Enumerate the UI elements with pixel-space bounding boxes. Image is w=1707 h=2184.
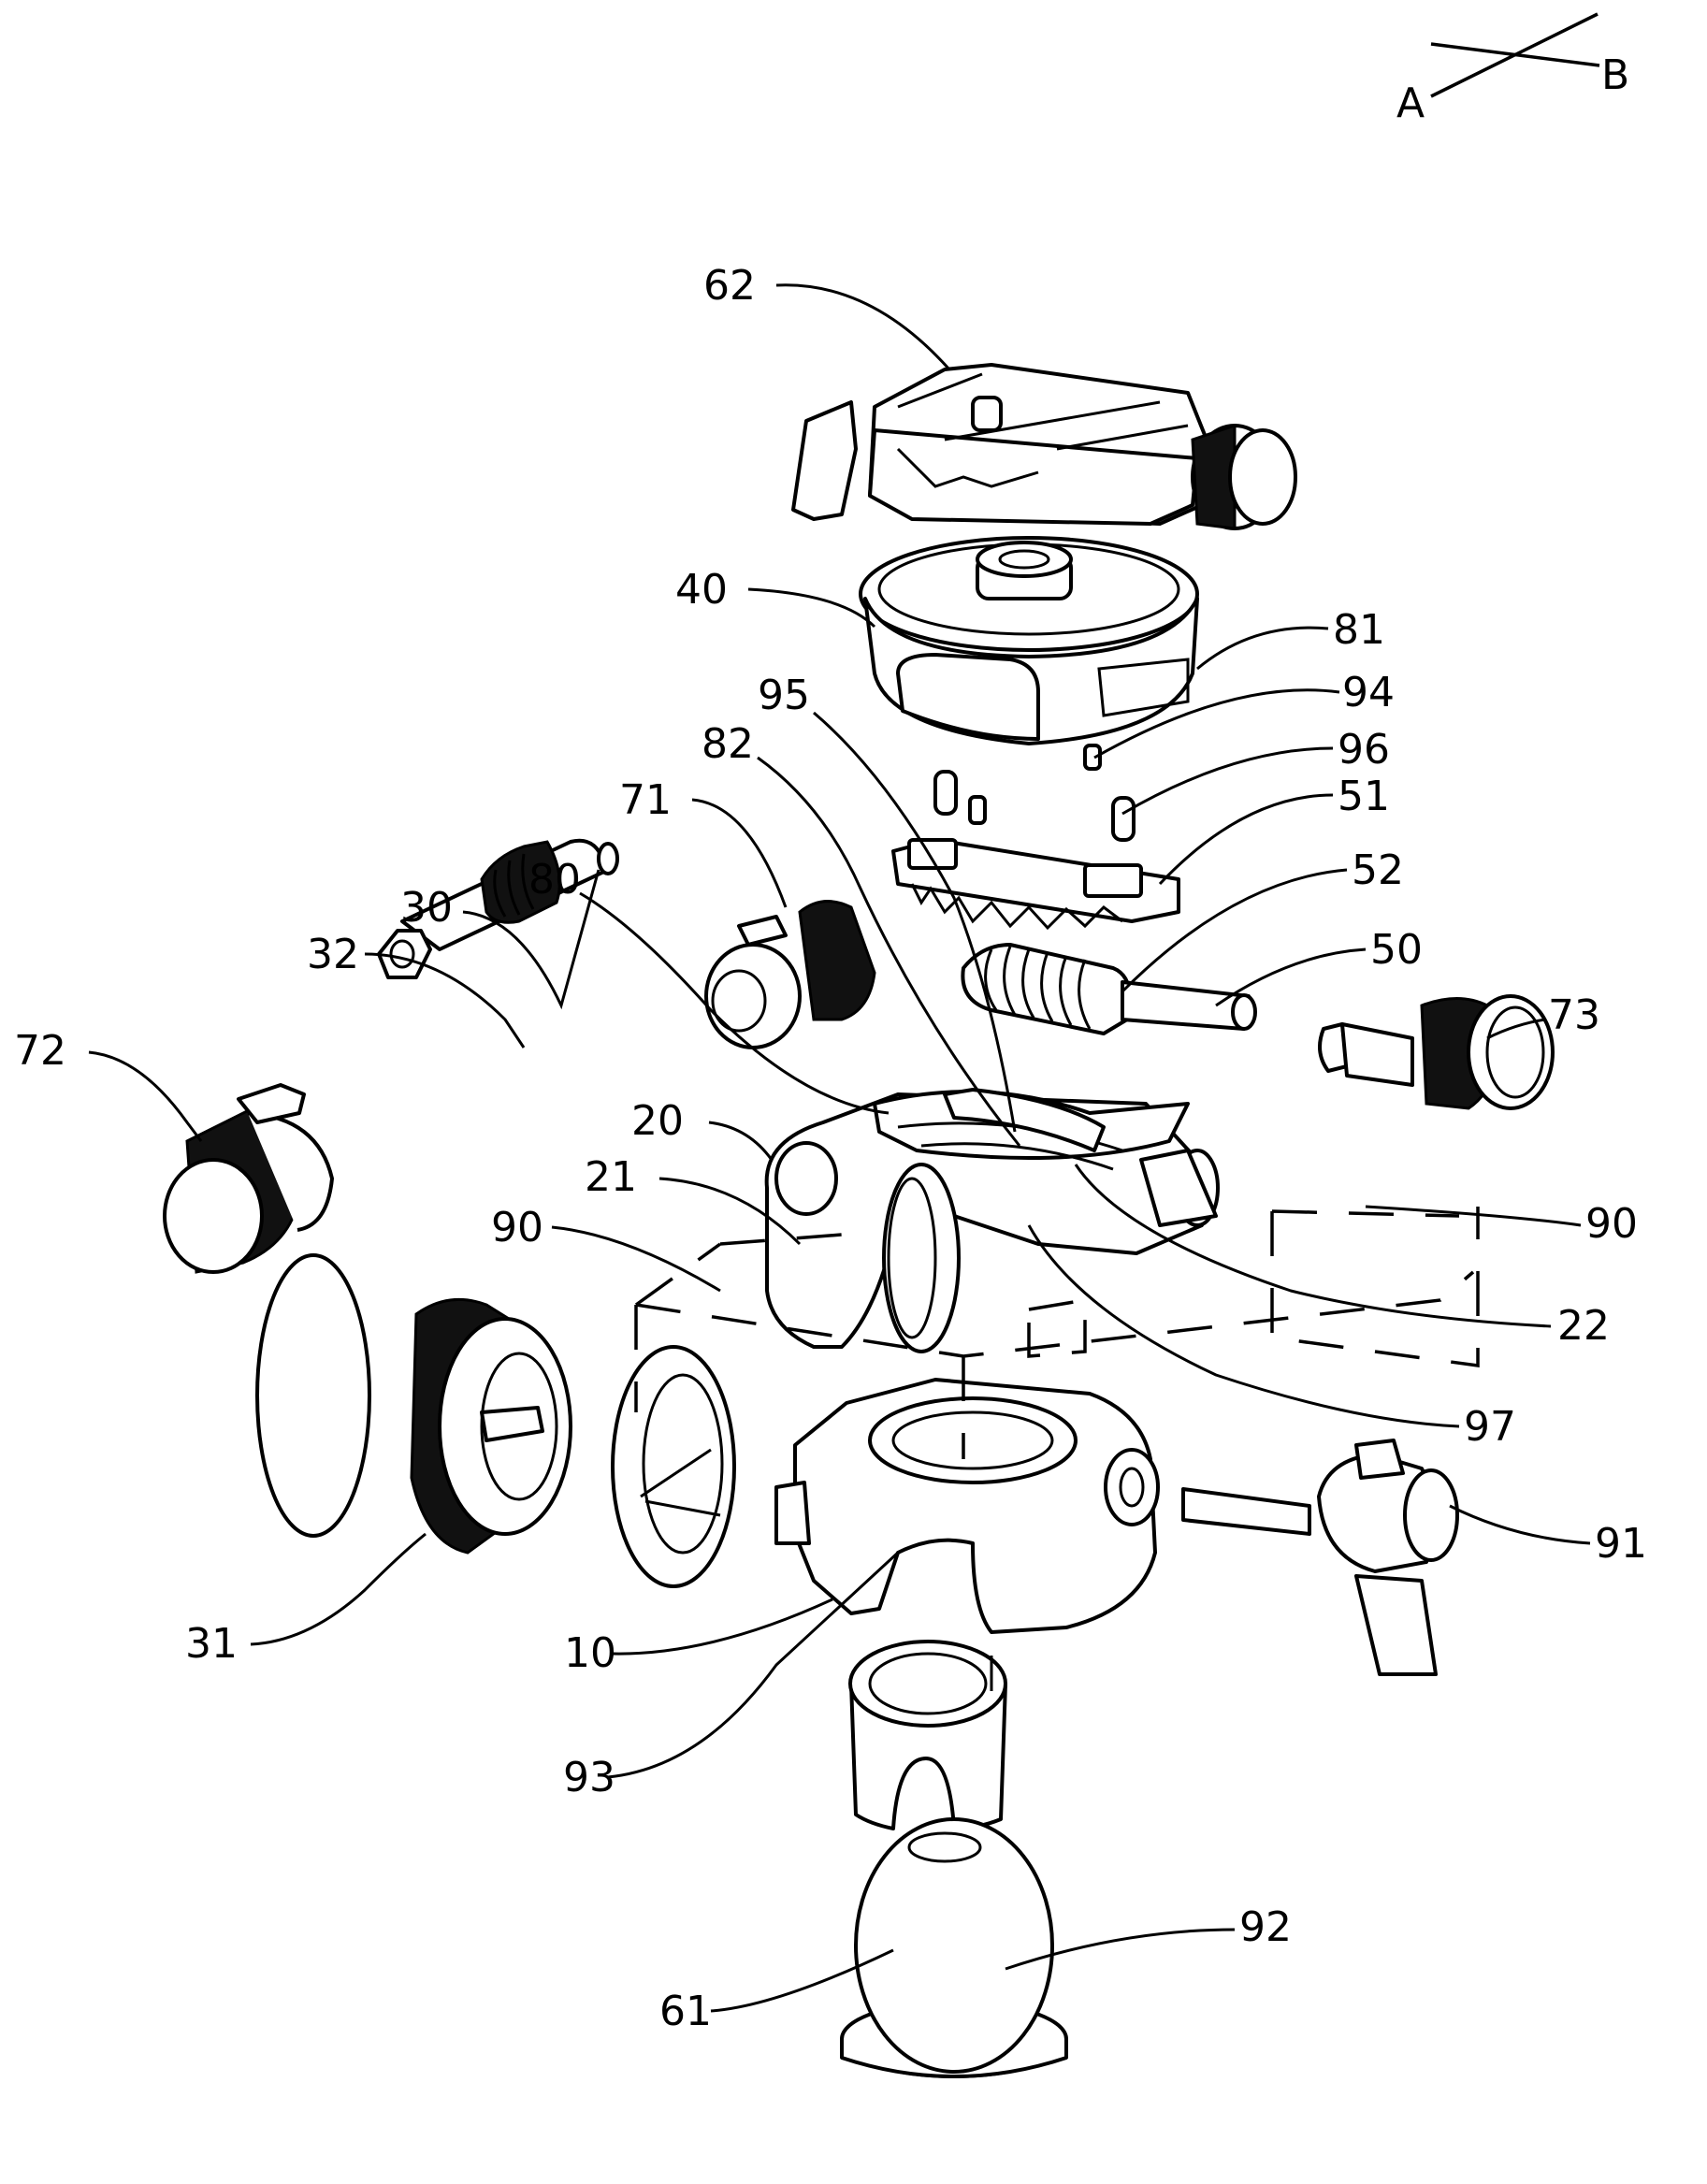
leader-96 bbox=[1121, 746, 1334, 816]
leader-61 bbox=[710, 1948, 894, 2013]
label-62: 62 bbox=[703, 262, 756, 310]
leader-52 bbox=[1121, 868, 1348, 993]
label-61: 61 bbox=[659, 1988, 712, 2035]
label-22: 22 bbox=[1557, 1302, 1610, 1350]
leader-73 bbox=[1486, 1018, 1546, 1040]
label-21: 21 bbox=[585, 1153, 637, 1201]
label-97: 97 bbox=[1464, 1403, 1516, 1451]
section-marker: A B bbox=[1396, 12, 1629, 127]
part-61-ball bbox=[840, 1817, 1068, 2078]
leader-72 bbox=[88, 1050, 203, 1142]
label-90-left: 90 bbox=[491, 1204, 543, 1251]
part-97-ring bbox=[611, 1345, 736, 1588]
leader-21 bbox=[658, 1177, 802, 1246]
label-32: 32 bbox=[307, 931, 359, 978]
part-71-knob bbox=[704, 900, 876, 1049]
label-91: 91 bbox=[1595, 1520, 1647, 1568]
leader-10 bbox=[612, 1598, 833, 1656]
leader-20 bbox=[708, 1121, 774, 1161]
part-96-pin bbox=[1111, 796, 1136, 842]
leader-93 bbox=[607, 1551, 900, 1779]
leader-lines bbox=[88, 283, 1591, 2013]
leader-92 bbox=[1005, 1928, 1236, 1971]
leader-31 bbox=[250, 1532, 427, 1646]
leader-94 bbox=[1093, 688, 1340, 759]
label-81: 81 bbox=[1333, 606, 1385, 654]
label-93: 93 bbox=[563, 1754, 615, 1801]
leader-62 bbox=[775, 283, 951, 371]
leader-91 bbox=[1449, 1504, 1591, 1545]
part-20-main-body bbox=[764, 1088, 1220, 1353]
leader-51 bbox=[1158, 793, 1334, 886]
part-72-knob bbox=[163, 1083, 334, 1274]
label-73: 73 bbox=[1548, 991, 1600, 1039]
leader-82 bbox=[757, 756, 1021, 1147]
section-line-a bbox=[1430, 12, 1599, 98]
label-94: 94 bbox=[1342, 669, 1395, 716]
leader-30 bbox=[462, 869, 600, 1010]
label-51: 51 bbox=[1338, 773, 1390, 820]
leader-40 bbox=[747, 587, 876, 629]
pin-left bbox=[933, 770, 958, 816]
section-label-b: B bbox=[1601, 51, 1629, 99]
section-boxes bbox=[634, 1207, 1480, 1459]
label-92: 92 bbox=[1239, 1903, 1292, 1951]
section-label-a: A bbox=[1396, 80, 1425, 127]
leader-95 bbox=[813, 711, 1017, 1133]
label-95: 95 bbox=[758, 672, 810, 719]
part-94-screw bbox=[1083, 744, 1102, 771]
label-50: 50 bbox=[1370, 926, 1423, 974]
label-80: 80 bbox=[528, 856, 581, 904]
leader-81 bbox=[1196, 626, 1329, 671]
part-40-base bbox=[859, 536, 1199, 745]
leader-50 bbox=[1215, 947, 1367, 1007]
part-62-clamp bbox=[791, 363, 1297, 530]
label-90-right: 90 bbox=[1585, 1200, 1638, 1248]
part-30-screw-shaft bbox=[377, 838, 619, 979]
label-30: 30 bbox=[400, 884, 453, 932]
label-71: 71 bbox=[619, 776, 672, 824]
part-92-ball bbox=[854, 1817, 1054, 2074]
leader-71 bbox=[691, 798, 788, 908]
label-72: 72 bbox=[14, 1027, 66, 1075]
part-31-friction-knob bbox=[255, 1253, 572, 1555]
part-52-worm bbox=[961, 943, 1257, 1035]
leader-22 bbox=[1074, 1164, 1552, 1328]
leader-90-left bbox=[551, 1225, 721, 1293]
leader-80 bbox=[579, 891, 890, 1115]
label-52: 52 bbox=[1352, 846, 1404, 894]
label-31: 31 bbox=[185, 1620, 238, 1668]
part-93-ball-sleeve bbox=[848, 1640, 1007, 1830]
part-91-locking-lever bbox=[1181, 1439, 1459, 1676]
screw-left bbox=[968, 795, 987, 825]
part-51-gear-rack bbox=[891, 838, 1180, 931]
part-10-socket-housing bbox=[774, 1378, 1160, 1634]
small-hardware bbox=[933, 744, 1136, 842]
part-73-knob bbox=[1318, 994, 1555, 1110]
label-20: 20 bbox=[631, 1097, 684, 1145]
reference-labels: 62 40 81 94 95 96 82 51 71 52 80 30 50 3… bbox=[14, 262, 1647, 2035]
label-96: 96 bbox=[1338, 726, 1390, 774]
label-40: 40 bbox=[675, 566, 728, 614]
o-ring bbox=[255, 1253, 371, 1538]
label-10: 10 bbox=[564, 1629, 616, 1677]
leader-90-right bbox=[1365, 1205, 1582, 1227]
label-82: 82 bbox=[702, 720, 754, 768]
leader-32 bbox=[364, 952, 526, 1049]
leader-97 bbox=[1027, 1224, 1460, 1428]
